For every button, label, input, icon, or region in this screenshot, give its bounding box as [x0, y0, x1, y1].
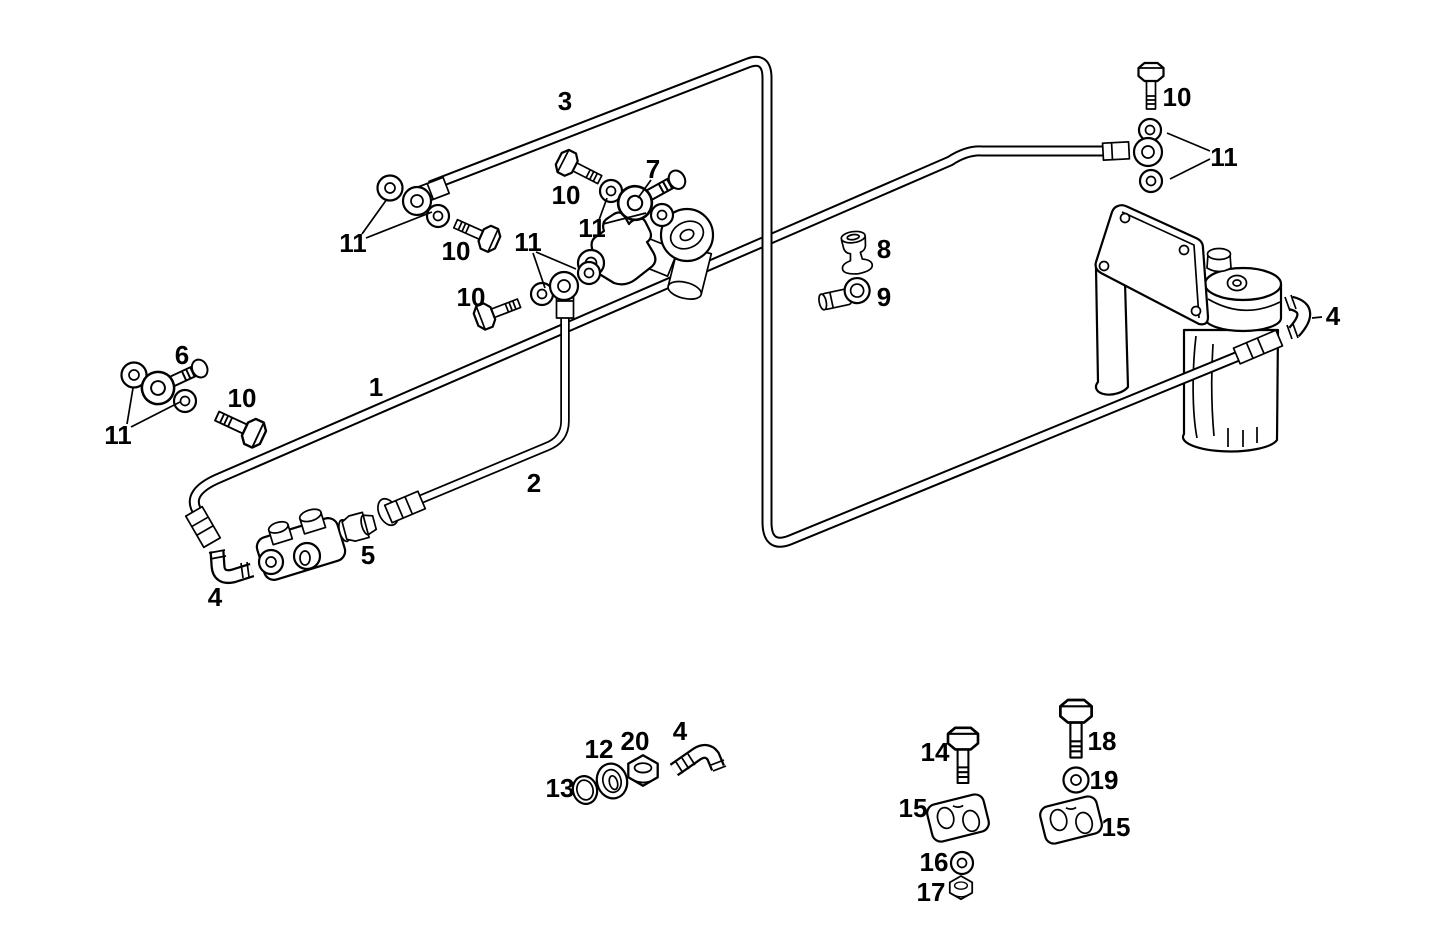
filter-bracket-arm [1094, 266, 1130, 396]
washer-19 [1062, 766, 1090, 794]
pipe-sleeve [1101, 140, 1131, 162]
callout-10: 10 [457, 282, 486, 312]
callout-7: 7 [646, 154, 660, 184]
banjo-washer [425, 203, 451, 229]
manifold-plug-5 [338, 511, 378, 543]
callout-1: 1 [369, 372, 383, 402]
banjo-washer [376, 174, 404, 202]
callout-6: 6 [175, 340, 189, 370]
banjo-washer [1138, 168, 1164, 194]
callout-13: 13 [546, 773, 575, 803]
filter-canister [1181, 328, 1280, 453]
o-ring-13 [571, 775, 599, 805]
callout-17: 17 [917, 877, 946, 907]
filter-head [1203, 266, 1283, 333]
washer-16 [949, 850, 975, 876]
clamp-15-left [924, 791, 992, 845]
nut-20 [627, 754, 659, 787]
callout-18: 18 [1088, 726, 1117, 756]
filter-cap [1206, 247, 1232, 273]
elbow-fitting-filter [1284, 294, 1312, 340]
pipe-3 [428, 55, 1283, 548]
callout-10: 10 [442, 236, 471, 266]
callout-20: 20 [621, 726, 650, 756]
callout-11: 11 [514, 227, 542, 257]
pipe-3-banjo-group [376, 174, 504, 256]
callout-15: 15 [899, 793, 928, 823]
loose-elbow-fitting [669, 743, 727, 777]
callout-5: 5 [361, 540, 375, 570]
callout-14: 14 [921, 737, 950, 767]
callout-10: 10 [552, 180, 581, 210]
grommet-12 [595, 762, 629, 800]
pipe-2-start-coupling [377, 490, 427, 527]
callout-11: 11 [339, 228, 367, 258]
pipe-1-banjo-group [1101, 61, 1165, 194]
filter-bracket-plate [1094, 204, 1210, 326]
clamp-bolt-14 [946, 726, 980, 785]
pipe-1 [188, 145, 1114, 529]
callout-4: 4 [673, 716, 688, 746]
hex-bolt-10 [1137, 61, 1165, 111]
pipe-2 [393, 300, 570, 515]
banjo-eye [401, 185, 433, 217]
filter-assembly [1094, 204, 1283, 453]
callout-11: 11 [578, 213, 606, 243]
callout-9: 9 [877, 282, 891, 312]
callout-3: 3 [558, 86, 572, 116]
grommet-8 [840, 230, 874, 275]
callout-4: 4 [208, 582, 223, 612]
manifold-block [255, 508, 347, 581]
callout-4: 4 [1326, 301, 1341, 331]
callout-11: 11 [1210, 142, 1238, 172]
banjo-eye [1132, 136, 1164, 168]
callout-16: 16 [920, 847, 949, 877]
banjo-washer [576, 260, 602, 286]
callout-19: 19 [1090, 765, 1119, 795]
banjo-eye [548, 270, 580, 302]
nut-17 [948, 875, 974, 901]
leader-lines [126, 132, 1323, 428]
callouts: 3 10 11 7 10 11 11 10 11 10 8 9 4 6 10 1… [104, 82, 1341, 907]
callout-10: 10 [1163, 82, 1192, 112]
banjo-washer [649, 202, 675, 228]
callout-12: 12 [585, 734, 614, 764]
tee-fitting [576, 207, 715, 300]
callout-10: 10 [228, 383, 257, 413]
callout-11: 11 [104, 420, 132, 450]
callout-8: 8 [877, 234, 891, 264]
callout-15: 15 [1102, 812, 1131, 842]
clamp-15-right [1037, 793, 1105, 847]
pipe-1-end-coupling [184, 505, 222, 549]
elbow-fitting-manifold [208, 549, 255, 584]
callout-2: 2 [527, 468, 541, 498]
clip-9 [818, 276, 871, 311]
banjo-washer [172, 388, 198, 414]
